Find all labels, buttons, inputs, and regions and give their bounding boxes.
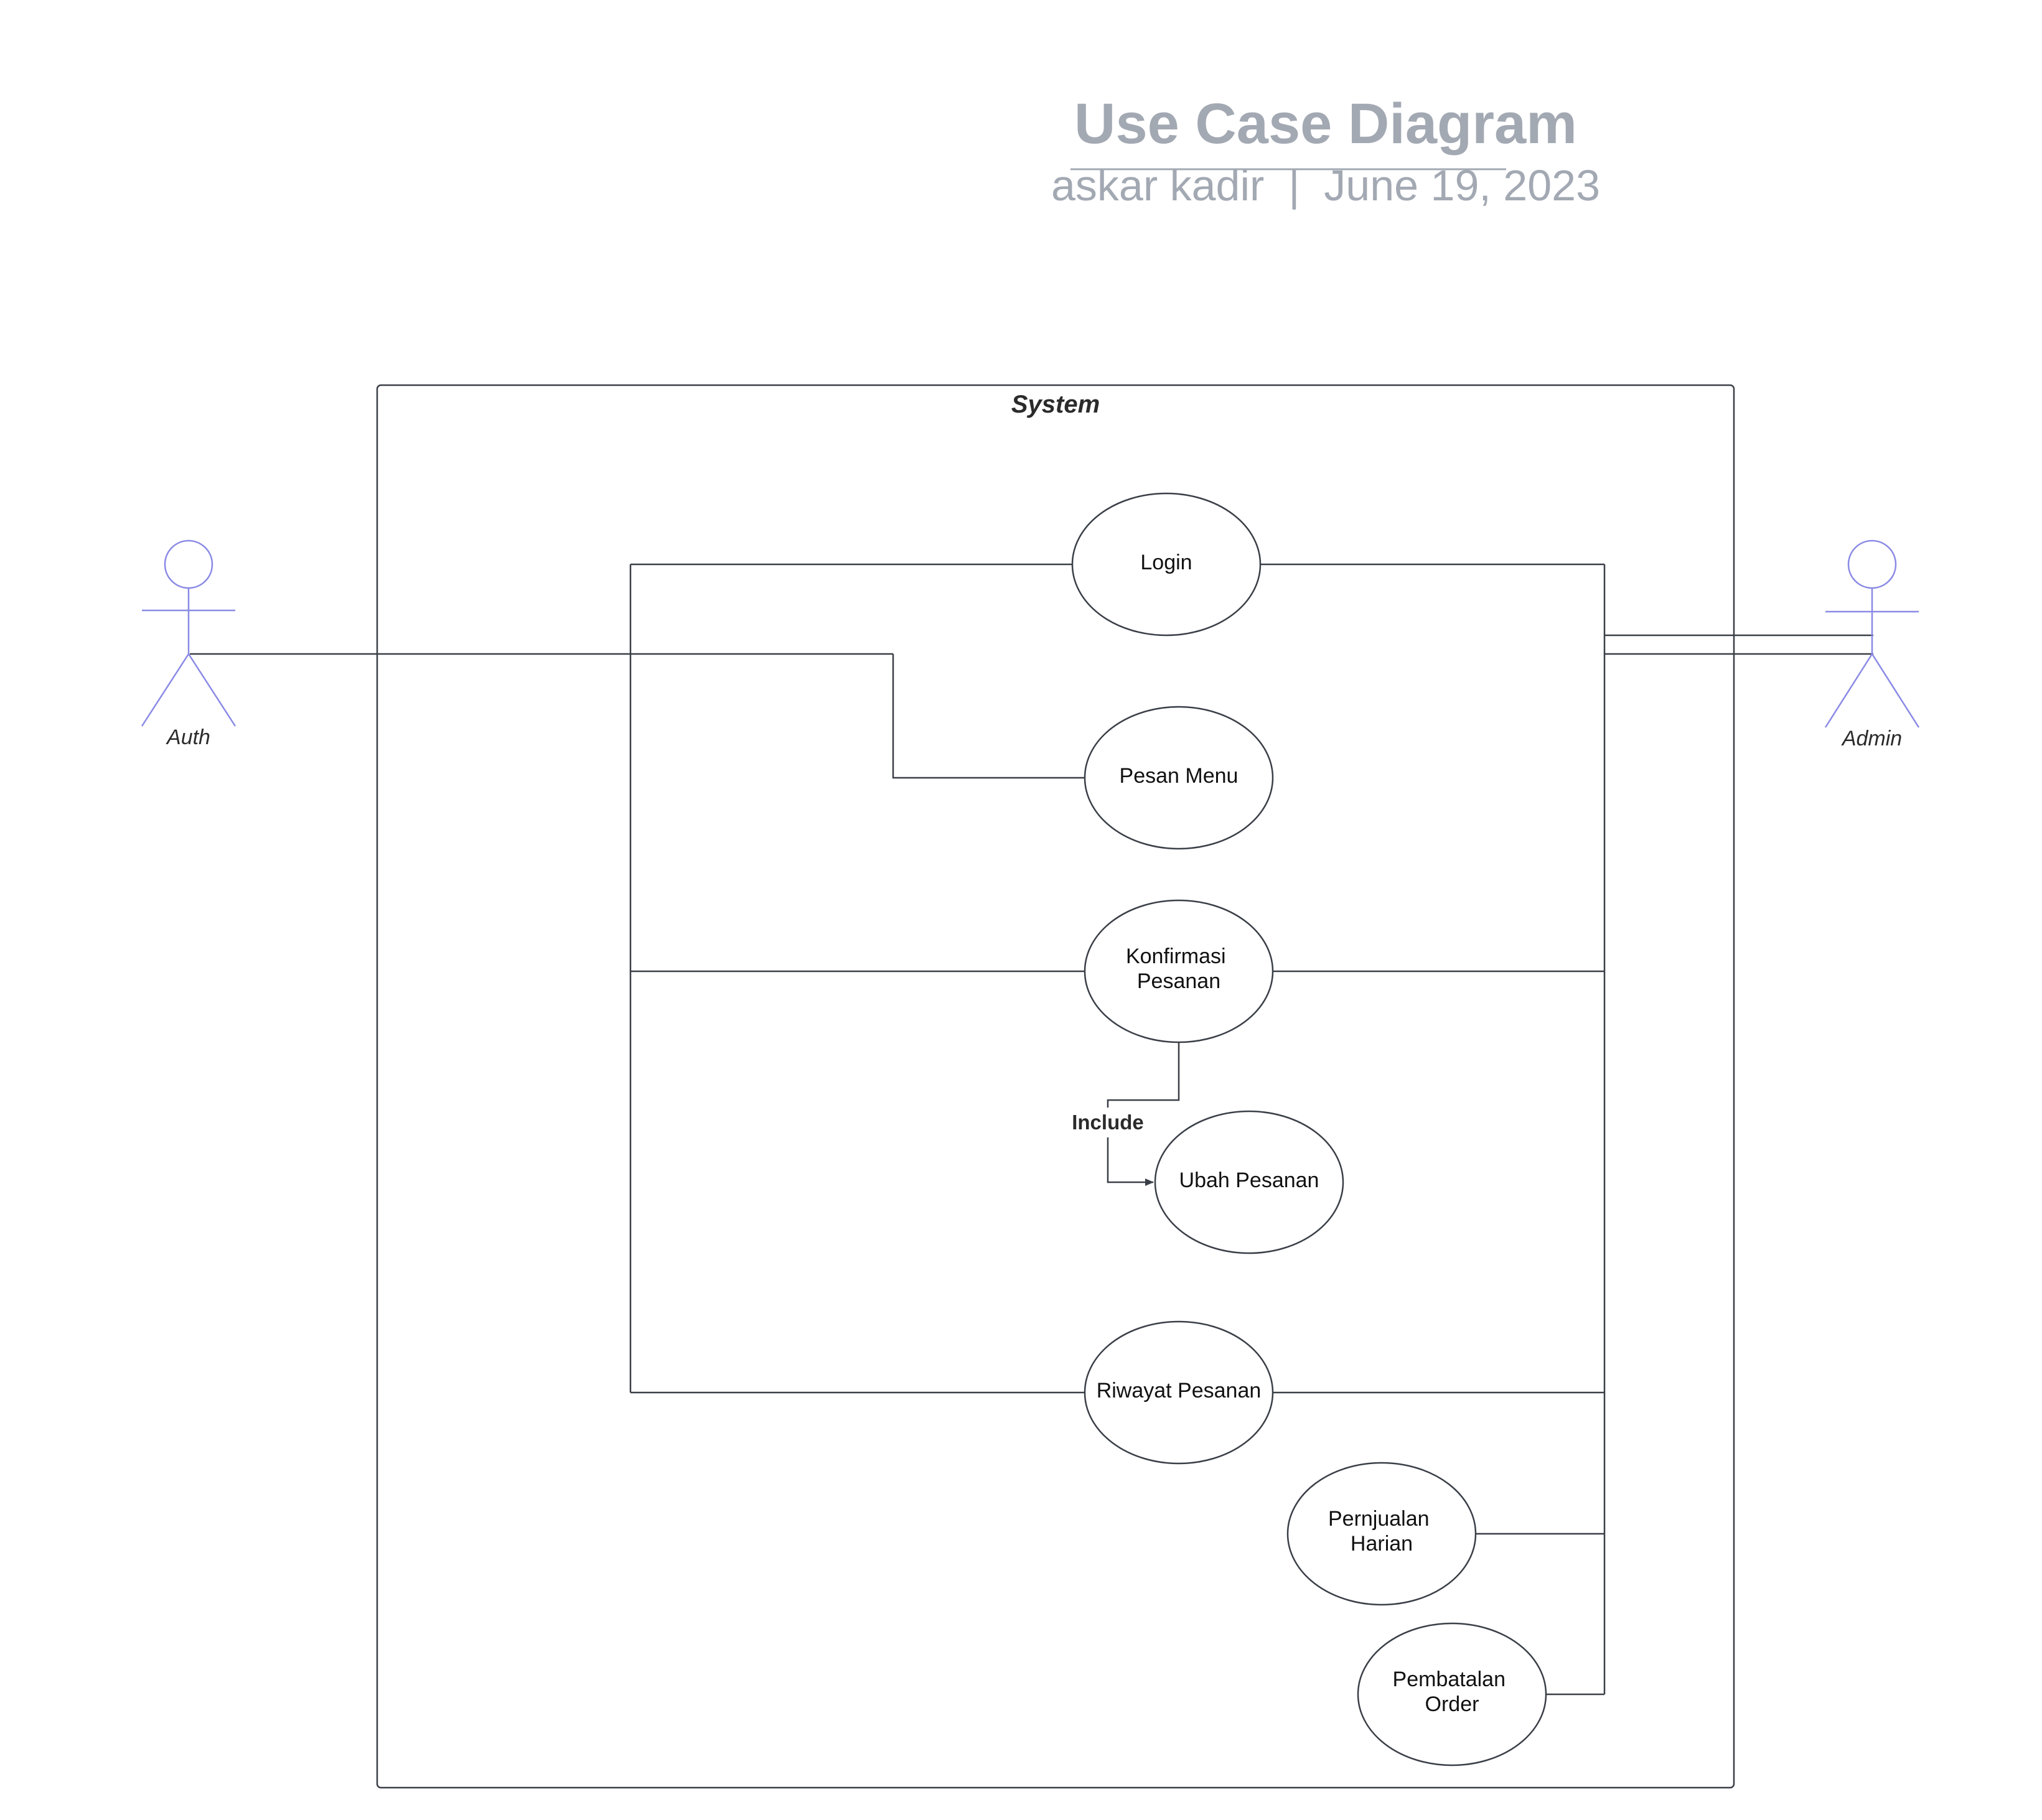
use-case-penjualan-harian-line-1: Pernjualan [1328,1507,1430,1531]
stick-figure-icon [141,539,237,727]
use-case-riwayat-pesanan[interactable]: Riwayat Pesanan [1084,1320,1274,1465]
use-case-penjualan-harian-label: Pernjualan Harian [1328,1507,1435,1556]
stick-figure-icon [1824,539,1920,728]
include-label-bg [1065,1108,1150,1137]
actor-admin-label: Admin [1841,727,1902,750]
use-case-konfirmasi-pesanan-label: Konfirmasi Pesanan [1126,945,1232,993]
page-subtitle: askar kadir | June 19, 2023 [1051,161,1600,210]
use-case-pesan-menu-line-1: Pesan Menu [1120,764,1239,788]
use-case-penjualan-harian-line-2: Harian [1351,1532,1413,1556]
use-case-ubah-pesanan-line-1: Ubah Pesanan [1179,1169,1319,1192]
system-boundary[interactable] [376,384,1735,1789]
use-case-konfirmasi-pesanan[interactable]: Konfirmasi Pesanan [1084,899,1274,1043]
use-case-konfirmasi-pesanan-line-2: Pesanan [1137,969,1220,993]
use-case-riwayat-pesanan-label: Riwayat Pesanan [1097,1379,1262,1402]
use-case-pesan-menu[interactable]: Pesan Menu [1084,706,1274,850]
auth-connectors [190,563,1085,1394]
admin-connectors [1259,563,1873,1696]
use-case-ubah-pesanan[interactable]: Ubah Pesanan [1154,1110,1344,1254]
use-case-login-label: Login [1140,551,1192,574]
use-case-ubah-pesanan-label: Ubah Pesanan [1179,1169,1319,1192]
include-relation-arrow[interactable] [1107,1042,1180,1186]
actor-auth[interactable]: Auth [141,539,237,749]
use-case-konfirmasi-pesanan-line-1: Konfirmasi [1126,945,1226,968]
use-case-pesan-menu-label: Pesan Menu [1120,764,1239,788]
use-case-pembatalan-order-line-1: Pembatalan [1393,1668,1506,1691]
auth-to-pesan-menu-line[interactable] [892,654,1085,779]
include-label: Include [1072,1111,1144,1134]
page-title: Use Case Diagram [1074,92,1577,156]
actor-admin[interactable]: Admin [1824,539,1920,750]
use-case-login-line-1: Login [1140,551,1192,574]
use-case-pembatalan-order[interactable]: Pembatalan Order [1357,1622,1547,1766]
use-case-pembatalan-order-line-2: Order [1425,1692,1479,1716]
actor-auth-label: Auth [166,726,210,749]
use-case-login[interactable]: Login [1071,492,1262,637]
use-case-pembatalan-order-label: Pembatalan Order [1393,1668,1512,1716]
system-label: System [1011,391,1100,418]
use-case-penjualan-harian[interactable]: Pernjualan Harian [1286,1462,1477,1606]
use-case-riwayat-pesanan-line-1: Riwayat Pesanan [1097,1379,1262,1402]
